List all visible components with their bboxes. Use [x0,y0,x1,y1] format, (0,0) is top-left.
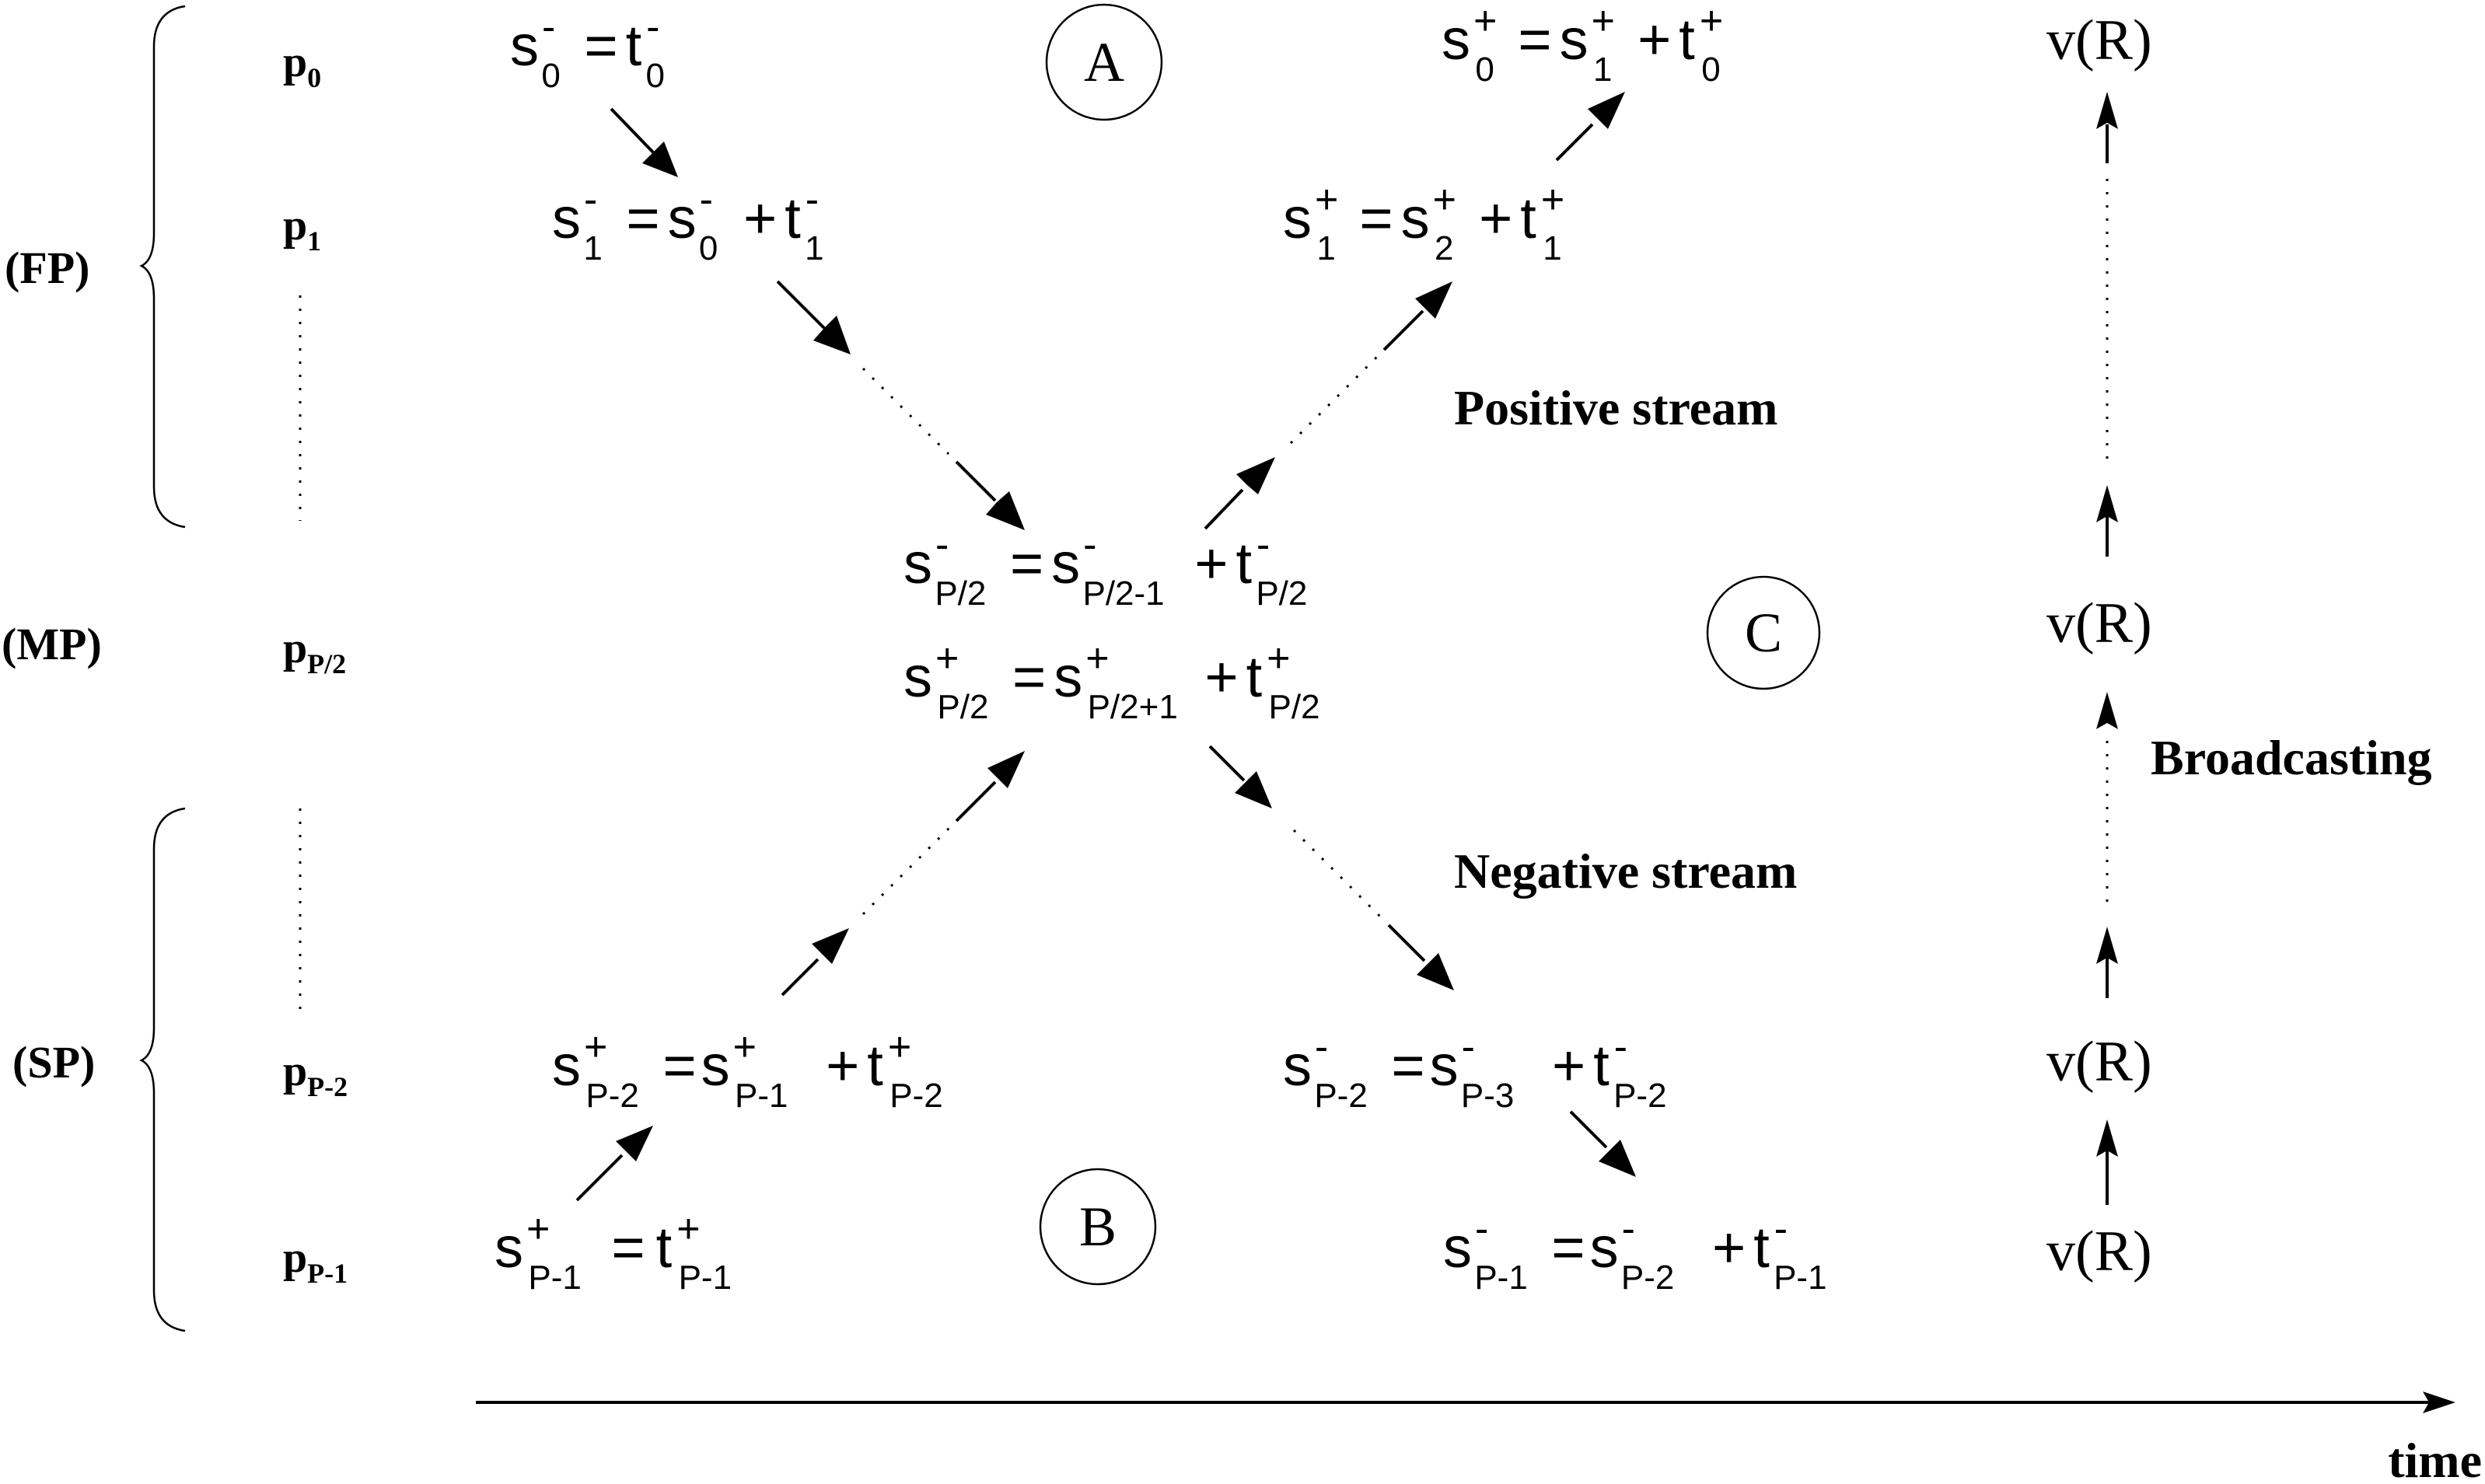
arrow-dots-sp1 [1382,309,1424,351]
arrowhead-smp2-smp1 [1599,1140,1636,1177]
broadcast-arrowhead-4 [2096,485,2118,522]
arrow-dots-sph [955,780,997,822]
arrowhead-dots-sph [987,751,1025,788]
arrow-smp2-smp1 [1569,1110,1608,1149]
formula-sp0: s+0 =s+1 +t+0 [1442,0,1723,93]
arrow-sm1-dots [776,280,826,330]
arrow-sm0-sm1 [610,107,655,154]
circle-a [1045,3,1163,121]
arrowhead-sph-dots [1236,457,1275,494]
circle-b-label: B [1079,1196,1117,1258]
broadcast-arrowhead-5 [2096,92,2118,129]
arrow-dots-smp2 [1387,924,1426,962]
group-label-fp: (FP) [5,243,90,293]
arrowhead-smh-dots [1235,771,1272,808]
circle-b [1039,1168,1157,1286]
broadcasting-label: Broadcasting [2151,730,2432,785]
formula-smp2: s-P-2 =s-P-3 +t-P-2 [1283,1025,1667,1119]
formula-sm1: s-1 =s-0 +t-1 [552,177,824,272]
sp-brace [139,807,186,1332]
positive-stream-label: Positive stream [1454,380,1777,435]
broadcast-arrowhead-3 [2096,692,2118,729]
arrowhead-spp1-spp2 [616,1126,653,1161]
time-axis-label: time [2388,1433,2482,1484]
row-label-p0: p0 [283,38,321,93]
arrowhead-dots-sp1 [1415,281,1452,319]
arrowhead-spp2-dots [812,928,849,964]
circle-c-label: C [1745,602,1782,664]
arrow-spp2-dots [781,958,820,997]
arrow-smh-dots [1208,745,1246,782]
negative-stream-label: Negative stream [1454,843,1797,899]
time-axis-arrowhead [2423,1391,2455,1413]
formula-sp1: s+1 =s+2 +t+1 [1283,177,1564,272]
arrowhead-sp1-sp0 [1588,92,1625,129]
row-label-p1: p1 [283,201,321,257]
group-label-sp: (SP) [12,1037,95,1088]
vr-label-mid: v(R) [2046,592,2152,655]
arrow-dots-smh [955,460,997,502]
arrow-sp1-sp0 [1555,123,1594,162]
arrowhead-dots-smh [986,491,1025,530]
vr-label-p1: v(R) [2046,1220,2152,1283]
formula-smp1: s-P-1 =s-P-2 +t-P-1 [1443,1206,1827,1301]
circle-a-label: A [1084,31,1124,93]
formula-smh: s-P/2 =s-P/2-1 +t-P/2 [903,522,1307,617]
vr-label-p2: v(R) [2046,1030,2152,1094]
arrowhead-dots-smp2 [1417,953,1454,990]
dots-sp-lower [862,826,952,916]
arrow-sph-dots [1204,488,1244,530]
formula-spp1: s+P-1 =t+P-1 [495,1206,732,1301]
formula-sm0: s-0 =t-0 [510,5,665,100]
formula-sph: s+P/2 =s+P/2+1 +t+P/2 [903,636,1320,731]
row-label-pp1: pP-1 [283,1234,348,1289]
row-label-pmid: pP/2 [283,624,346,679]
vr-label-top: v(R) [2046,9,2152,72]
formula-spp2: s+P-2 =s+P-1 +t+P-2 [552,1025,943,1119]
arrow-spp1-spp2 [575,1154,624,1202]
row-label-pp2: pP-2 [283,1047,348,1102]
broadcast-arrowhead-1 [2096,1119,2118,1157]
dots-sm-lower [1292,829,1386,922]
circle-c [1706,575,1821,690]
dots-sp-upper [1289,351,1382,445]
fp-brace [139,5,186,529]
dots-sm-upper [862,367,950,456]
broadcast-arrowhead-2 [2096,927,2118,964]
arrowhead-sm0-sm1 [642,141,678,177]
arrowhead-sm1-dots [813,316,851,354]
group-label-mp: (MP) [2,619,102,669]
